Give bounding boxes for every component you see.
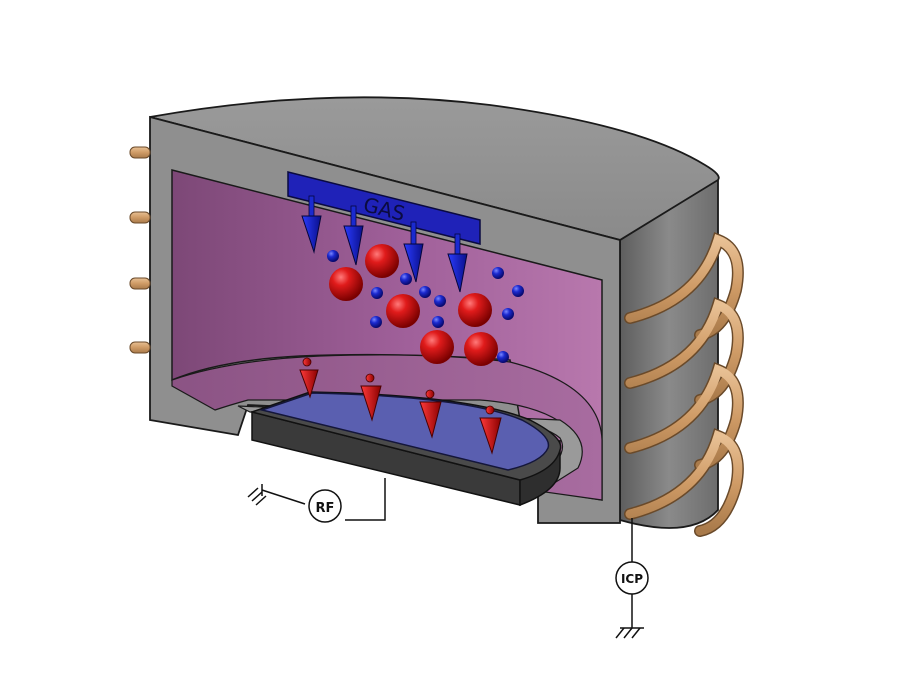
ion: [386, 294, 420, 328]
electron: [502, 308, 514, 320]
ion: [365, 244, 399, 278]
ground-symbol: [247, 484, 267, 506]
ion-arrow: [419, 389, 442, 439]
coil-stub: [129, 277, 151, 290]
coil-stub: [129, 211, 151, 224]
ion: [420, 330, 454, 364]
left-coil-stubs: [129, 146, 151, 354]
plasma-floor: [171, 354, 603, 501]
electron: [371, 287, 383, 299]
icp-circuit: [615, 518, 649, 639]
coil-turn: [625, 364, 743, 470]
ion-arrow: [299, 357, 319, 399]
ion: [329, 267, 363, 301]
rf-label: RF: [316, 501, 335, 516]
icp-coil: [624, 232, 744, 537]
coil-stub: [129, 146, 151, 159]
electron: [419, 286, 431, 298]
rf-circuit: [247, 478, 386, 523]
coil-turn: [625, 299, 743, 405]
chamber-top-surface: [149, 96, 720, 241]
gas-arrow: [447, 233, 468, 293]
ion-arrow: [479, 405, 502, 455]
ion-arrow: [360, 373, 382, 422]
electron: [432, 316, 444, 328]
rf-wire: [345, 478, 386, 521]
icp-source-symbol: [615, 561, 649, 595]
wafer-chuck: [249, 391, 562, 507]
ground-symbol: [615, 627, 644, 639]
ion: [458, 293, 492, 327]
electron: [492, 267, 504, 279]
electron: [434, 295, 446, 307]
rf-source-symbol: [308, 489, 342, 523]
gas-arrow: [403, 221, 424, 283]
electron: [512, 285, 524, 297]
electrons: [327, 250, 524, 363]
ion: [464, 332, 498, 366]
ion-bombardment-arrows: [299, 357, 502, 455]
electron: [370, 316, 382, 328]
electron: [497, 351, 509, 363]
rf-ground-wire: [261, 489, 306, 505]
coil-turn: [625, 430, 743, 536]
electron: [327, 250, 339, 262]
icp-label: ICP: [621, 572, 643, 586]
ions: [329, 244, 498, 366]
coil-stub: [129, 341, 151, 354]
electron: [400, 273, 412, 285]
wafer: [259, 392, 550, 471]
gas-manifold-bar: [287, 171, 481, 245]
coil-turn: [625, 234, 743, 340]
gas-arrow: [301, 195, 322, 254]
gas-injection-arrows: [301, 195, 468, 293]
gas-arrow: [343, 205, 364, 266]
